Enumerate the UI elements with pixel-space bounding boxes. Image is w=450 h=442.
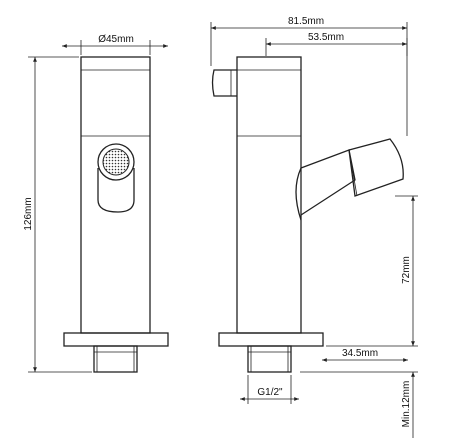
handle-offset-label: 53.5mm <box>308 32 344 43</box>
side-spout-head <box>348 138 404 197</box>
dim-min-clearance: Min.12mm <box>300 371 418 438</box>
min-clearance-label: Min.12mm <box>401 381 412 428</box>
total-depth-label: 81.5mm <box>288 16 324 27</box>
dim-thread: G1/2" <box>240 375 299 404</box>
side-spout-joint <box>295 167 302 221</box>
side-thread-tail <box>247 345 292 373</box>
side-base-plate <box>218 332 324 347</box>
front-base-plate <box>63 332 169 347</box>
side-spout-arm <box>300 149 356 216</box>
dim-total-height: 126mm <box>23 56 92 373</box>
side-view <box>211 56 404 373</box>
thread-label: G1/2" <box>257 387 283 398</box>
spout-height-label: 72mm <box>401 256 412 284</box>
front-view <box>63 56 169 373</box>
front-thread-tail <box>93 345 138 373</box>
side-handle <box>211 69 237 97</box>
aerator-mesh <box>102 148 130 176</box>
dim-front-diameter: Ø45mm <box>62 34 168 55</box>
spout-reach-label: 34.5mm <box>342 348 378 359</box>
side-body <box>236 56 302 334</box>
dim-spout-height: 72mm <box>326 195 418 347</box>
front-spout-neck <box>97 168 135 213</box>
front-body <box>80 56 151 334</box>
dim-spout-reach: 34.5mm <box>322 348 408 362</box>
total-height-label: 126mm <box>23 197 34 230</box>
front-diameter-label: Ø45mm <box>98 34 134 45</box>
dim-handle-offset: 53.5mm <box>265 32 408 56</box>
aerator-ring <box>97 143 135 181</box>
